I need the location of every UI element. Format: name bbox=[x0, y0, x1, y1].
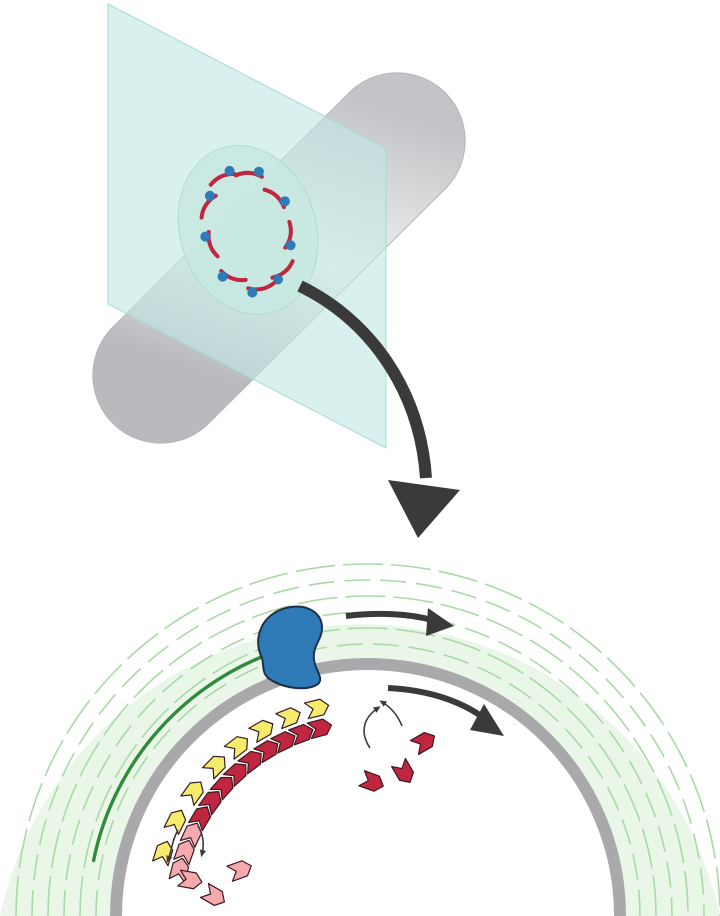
filament-protein-pair bbox=[217, 268, 248, 283]
chevron-subunit-icon bbox=[199, 882, 225, 907]
filament-subunit-red bbox=[209, 776, 234, 801]
filament-subunit-red bbox=[288, 723, 314, 746]
filament-subunit-yellow bbox=[223, 736, 249, 760]
chevron-subunit-icon bbox=[177, 869, 203, 890]
wall-strand bbox=[31, 579, 705, 916]
filament-protein-pair bbox=[262, 187, 290, 210]
cell-membrane bbox=[110, 658, 626, 916]
chevron-subunit-icon bbox=[163, 809, 187, 836]
small-arrow-3 bbox=[166, 829, 179, 863]
free-subunit bbox=[226, 860, 252, 882]
filament-subunit-red bbox=[188, 806, 212, 832]
small-arrow-4 bbox=[197, 825, 207, 858]
chevron-subunit-icon bbox=[306, 718, 333, 740]
zoom-arrow-head bbox=[388, 480, 460, 538]
blue-protein-icon bbox=[257, 605, 324, 690]
blue-protein-dot-icon bbox=[279, 196, 290, 207]
filament-subunit-red bbox=[270, 731, 296, 754]
filament-protein-pair bbox=[233, 166, 264, 179]
polymer-filament bbox=[152, 698, 333, 884]
blue-protein-dot-icon bbox=[285, 240, 296, 251]
free-subunit bbox=[409, 731, 435, 756]
chevron-subunit-icon bbox=[270, 731, 296, 754]
free-subunit bbox=[177, 869, 203, 890]
new-glycan-strand bbox=[91, 653, 269, 863]
free-subunit bbox=[358, 770, 384, 792]
filament-subunit-red bbox=[253, 740, 279, 764]
blue-protein-dot-icon bbox=[200, 231, 211, 242]
motion-arrow-upper bbox=[345, 610, 433, 623]
filament-ring bbox=[199, 165, 296, 298]
chevron-subunit-icon bbox=[222, 763, 247, 787]
synthesis-enzyme bbox=[257, 605, 324, 690]
incorporation-arrows bbox=[166, 700, 403, 863]
chevron-subunit-icon bbox=[275, 707, 301, 730]
filament-protein-pair bbox=[283, 219, 296, 251]
blue-protein-dot-icon bbox=[273, 274, 284, 285]
chevron-subunit-icon bbox=[173, 839, 195, 866]
motion-arrows bbox=[345, 608, 504, 736]
filament-protein-pair bbox=[208, 165, 237, 187]
filament-subunit-yellow bbox=[248, 719, 274, 743]
filament-subunit-yellow bbox=[303, 698, 330, 720]
filament-subunit-yellow bbox=[275, 707, 301, 730]
filament-subunit-yellow bbox=[163, 809, 187, 836]
wall-strand bbox=[47, 595, 689, 916]
filament-subunit-yellow bbox=[201, 755, 226, 780]
wall-strand bbox=[79, 627, 657, 916]
filament-subunit-red bbox=[173, 839, 195, 866]
free-subunit bbox=[199, 882, 225, 907]
chevron-subunit-icon bbox=[409, 731, 435, 756]
filament-protein-pair bbox=[199, 190, 218, 220]
motion-arrow-lower bbox=[387, 685, 486, 721]
chevron-subunit-icon bbox=[358, 770, 384, 792]
chevron-subunit-icon bbox=[201, 755, 226, 780]
filament-protein-pair bbox=[270, 259, 295, 285]
chevron-subunit-icon bbox=[209, 776, 234, 801]
chevron-subunit-icon bbox=[288, 723, 314, 746]
filament-subunit-yellow bbox=[180, 781, 204, 806]
chevron-subunit-icon bbox=[180, 781, 204, 806]
chevron-subunit-icon bbox=[237, 750, 262, 775]
motion-arrow-upper-head bbox=[426, 608, 454, 636]
small-arrow-2 bbox=[379, 700, 403, 727]
chevron-subunit-icon bbox=[248, 719, 274, 743]
chevron-subunit-icon bbox=[223, 736, 249, 760]
blue-protein-dot-icon bbox=[247, 287, 258, 298]
blue-protein-dot-icon bbox=[217, 271, 228, 282]
chevron-subunit-icon bbox=[188, 806, 212, 832]
blue-protein-dot-icon bbox=[224, 165, 235, 176]
filament-subunit-red bbox=[237, 750, 262, 775]
chevron-subunit-icon bbox=[253, 740, 279, 764]
wall-strand bbox=[95, 643, 641, 916]
zoom-arrow bbox=[297, 280, 432, 479]
blue-protein-dot-icon bbox=[253, 166, 264, 177]
small-arrow-1 bbox=[363, 706, 381, 749]
chevron-subunit-icon bbox=[198, 791, 222, 816]
chevron-subunit-icon bbox=[303, 698, 330, 720]
filament-protein-pair bbox=[200, 229, 220, 259]
filament-subunit-red bbox=[222, 763, 247, 787]
chevron-subunit-icon bbox=[390, 757, 415, 783]
free-subunits bbox=[177, 731, 435, 907]
filament-protein-pair bbox=[246, 281, 276, 298]
membrane-band bbox=[110, 658, 626, 916]
blue-protein-dot-icon bbox=[204, 190, 215, 201]
free-subunit bbox=[390, 757, 415, 783]
filament-subunit-red bbox=[306, 718, 333, 740]
motion-arrow-lower-head bbox=[470, 704, 504, 736]
filament-subunit-red bbox=[198, 791, 222, 816]
chevron-subunit-icon bbox=[226, 860, 252, 882]
wall-strand bbox=[15, 563, 720, 916]
